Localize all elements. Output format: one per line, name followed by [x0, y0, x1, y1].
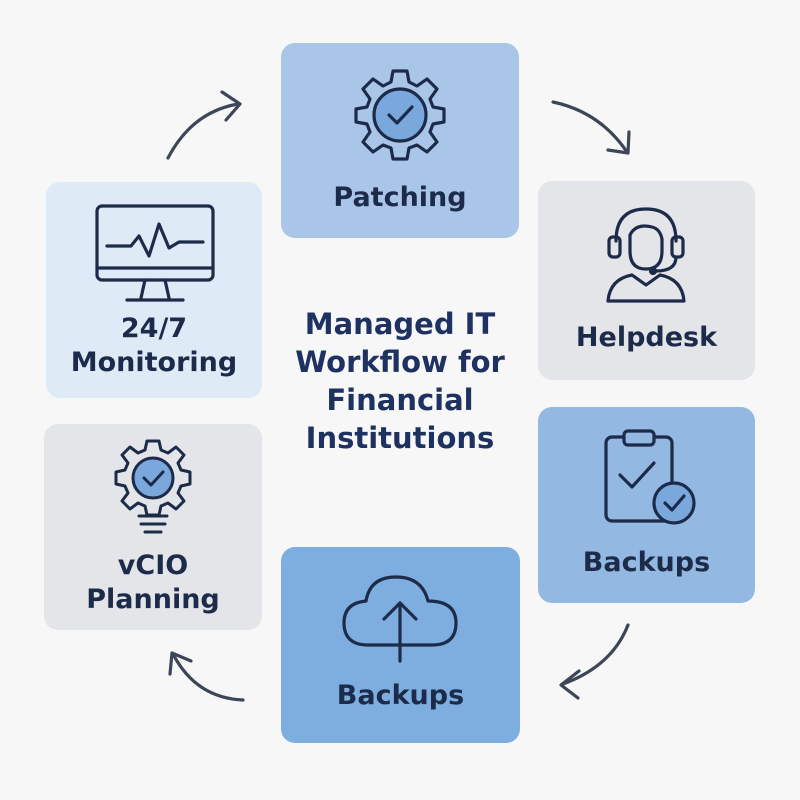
lightbulb-gear-icon	[108, 436, 198, 544]
card-label: Backups	[336, 680, 465, 711]
card-label: Backups	[582, 547, 711, 578]
vcio-planning-card[interactable]: vCIO Planning	[44, 424, 262, 630]
monitoring-card[interactable]: 24/7 Monitoring	[46, 182, 262, 398]
card-label: Helpdesk	[575, 322, 718, 353]
clipboard-check-icon	[598, 427, 702, 535]
card-label: Patching	[333, 182, 467, 213]
cloud-upload-icon	[338, 567, 462, 667]
card-label: 24/7 Monitoring	[70, 313, 238, 378]
patching-card[interactable]: Patching	[281, 43, 519, 238]
card-label: vCIO Planning	[86, 550, 220, 615]
gear-check-icon	[350, 65, 450, 169]
backups-cloud-card[interactable]: Backups	[281, 547, 520, 743]
arrow-monitoring-to-patching	[166, 90, 242, 160]
headset-agent-icon	[596, 199, 696, 307]
diagram-title: Managed IT Workflow for Financial Instit…	[295, 307, 505, 455]
helpdesk-card[interactable]: Helpdesk	[538, 181, 755, 380]
arrow-backups-to-backups	[559, 623, 630, 700]
arrow-backups-to-vcio	[168, 651, 245, 702]
backups-clipboard-card[interactable]: Backups	[538, 407, 755, 603]
monitor-pulse-icon	[93, 202, 217, 310]
arrow-patching-to-helpdesk	[551, 100, 631, 155]
